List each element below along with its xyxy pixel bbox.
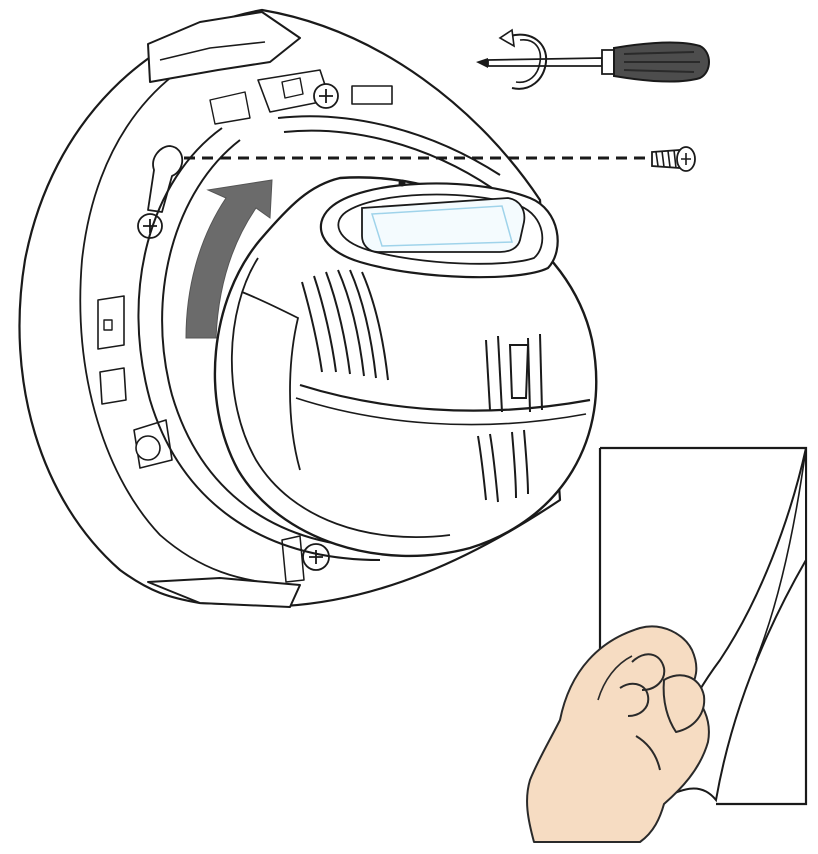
screwdriver-icon [476,28,710,90]
screw-icon [651,146,696,172]
hand-peeling-film-icon [526,625,710,843]
mounting-ring [137,115,501,561]
rotate-arrow-icon [185,179,273,339]
dome-camera [213,176,598,558]
